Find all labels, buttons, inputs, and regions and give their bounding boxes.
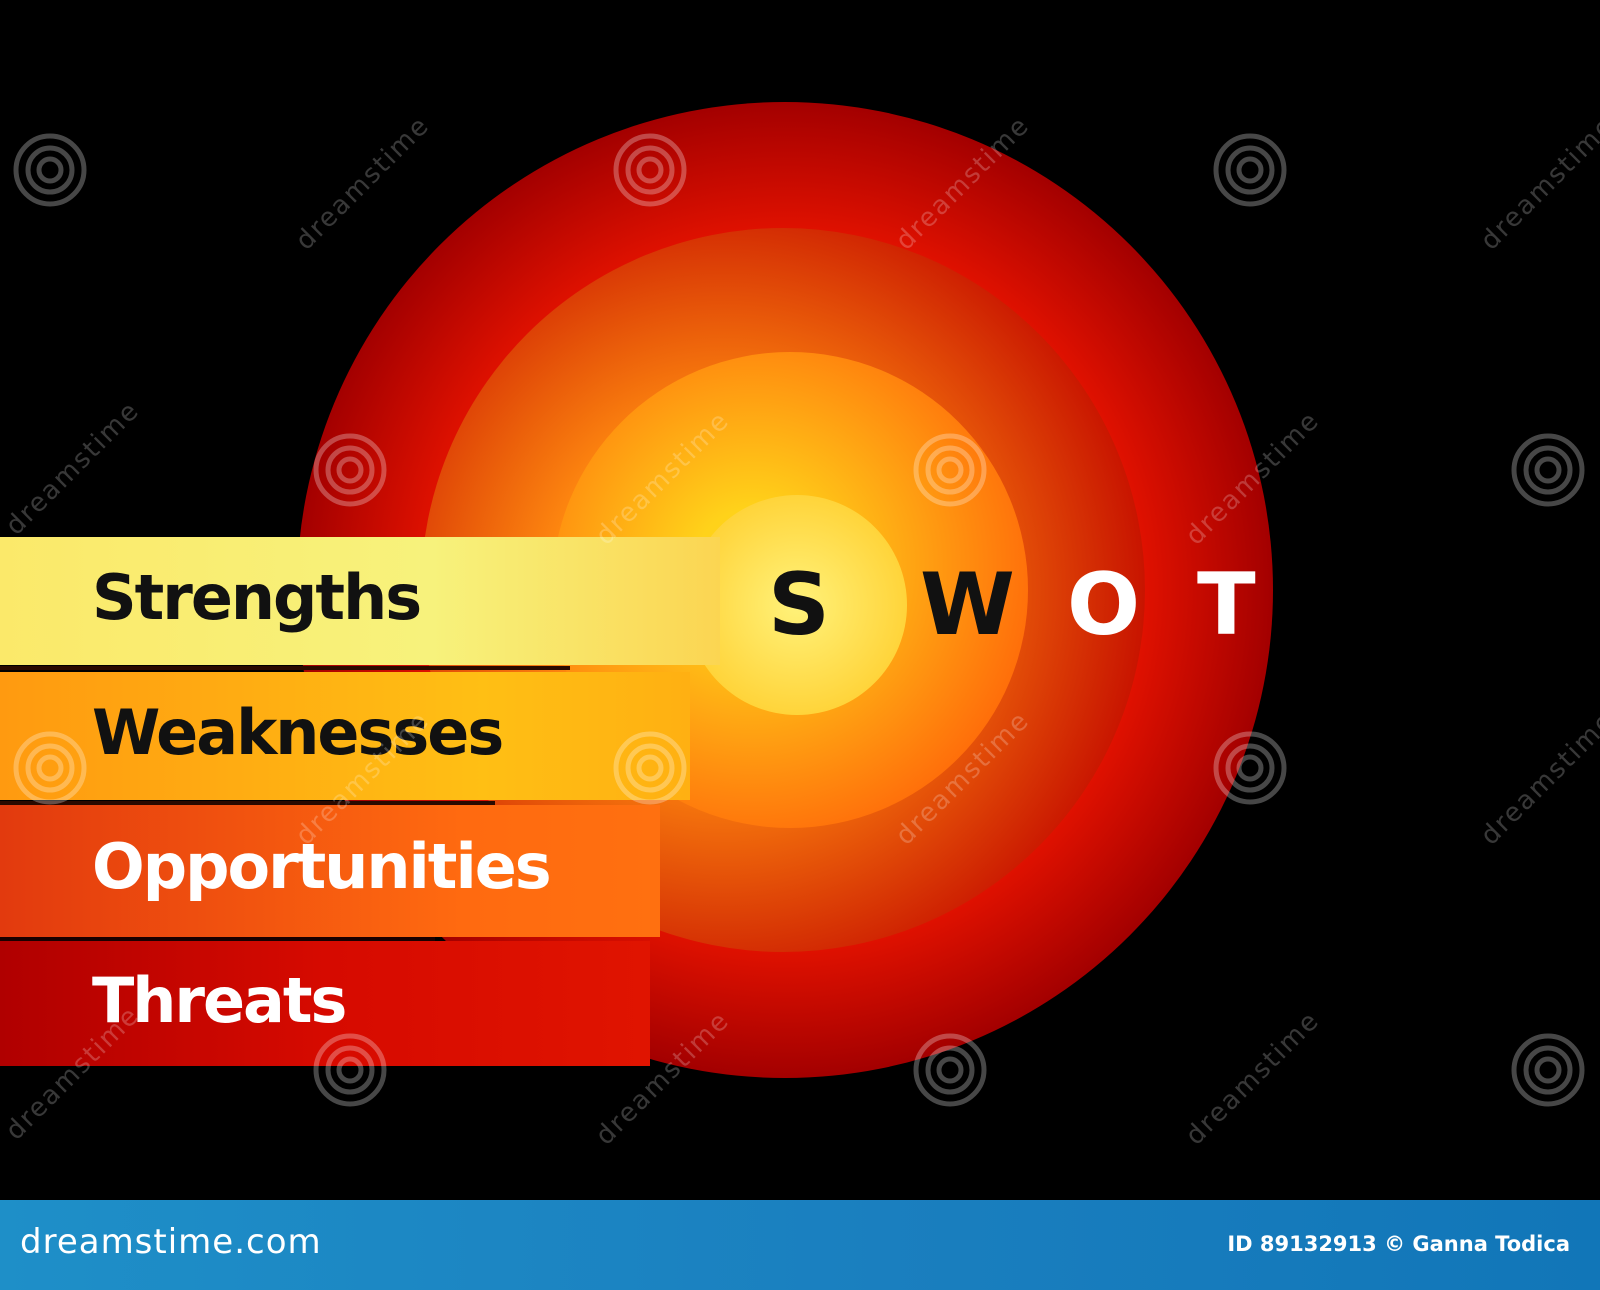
spiral-logo-icon	[13, 731, 87, 805]
label-weaknesses: Weaknesses	[92, 696, 504, 769]
label-threats: Threats	[92, 964, 347, 1037]
spiral-logo-icon	[13, 133, 87, 207]
spiral-logo-icon	[613, 731, 687, 805]
watermark-logos	[13, 133, 1585, 1107]
label-strengths: Strengths	[92, 561, 422, 634]
ring-strengths	[687, 495, 907, 715]
spiral-logo-icon	[1511, 433, 1585, 507]
spiral-logo-icon	[1213, 133, 1287, 207]
letter-w: W	[920, 555, 1015, 655]
letter-t: T	[1197, 555, 1256, 655]
band-strengths	[0, 537, 720, 665]
spiral-logo-icon	[313, 433, 387, 507]
spiral-logo-icon	[913, 433, 987, 507]
letter-o: O	[1067, 555, 1141, 655]
band-weaknesses	[0, 672, 690, 800]
spiral-logo-icon	[313, 1033, 387, 1107]
footer-bar: dreamstime.com ID 89132913 © Ganna Todic…	[0, 1200, 1600, 1290]
footer-brand: dreamstime.com	[20, 1222, 322, 1262]
footer-credit: ID 89132913 © Ganna Todica	[1227, 1232, 1570, 1256]
spiral-logo-icon	[913, 1033, 987, 1107]
band-opportunities	[0, 805, 660, 937]
band-threats	[0, 941, 650, 1066]
label-opportunities: Opportunities	[92, 830, 552, 903]
spiral-logo-icon	[613, 133, 687, 207]
letter-s: S	[768, 555, 830, 655]
spiral-logo-icon	[1511, 1033, 1585, 1107]
spiral-logo-icon	[1213, 731, 1287, 805]
swot-diagram	[0, 102, 1585, 1107]
